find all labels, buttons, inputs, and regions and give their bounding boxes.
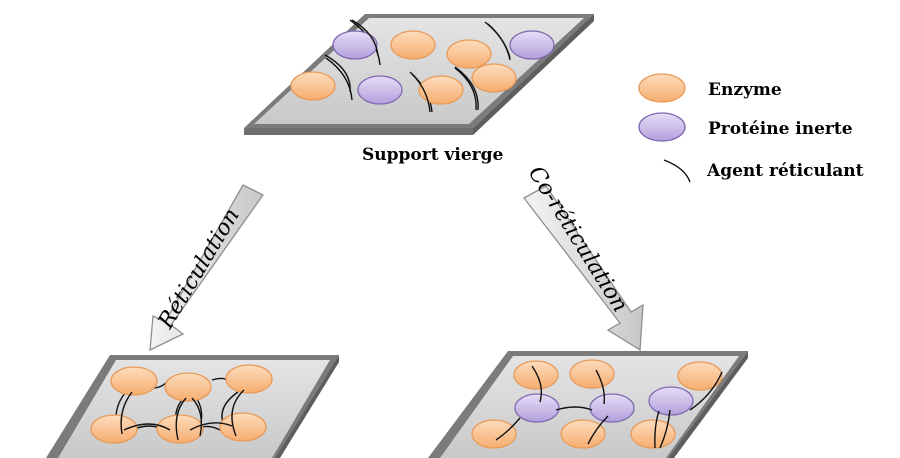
inert-protein <box>332 30 378 60</box>
enzyme <box>630 419 676 449</box>
top-particles <box>290 30 555 105</box>
enzyme <box>110 366 158 396</box>
arrow-crosslinking <box>149 184 264 352</box>
top-crosslinker-overlay <box>325 19 511 113</box>
inert-protein <box>589 393 635 423</box>
enzyme <box>569 359 615 389</box>
legend: Enzyme Protéine inerte Agent réticulant <box>638 73 864 183</box>
legend-crosslinker-icon <box>663 159 691 183</box>
bottom-right-crosslinks <box>495 365 723 449</box>
enzyme <box>418 75 464 105</box>
top-support-label: Support vierge <box>362 145 503 165</box>
legend-enzyme-label: Enzyme <box>708 80 782 100</box>
enzyme <box>446 39 492 69</box>
arrow-cocrosslinking-label: Co-réticulation <box>523 162 633 317</box>
legend-enzyme-icon <box>638 73 686 103</box>
bottom-left-plate <box>46 355 339 458</box>
arrow-cocrosslinking <box>523 185 644 352</box>
bottom-right-particles <box>471 359 723 449</box>
bottom-left-particles <box>90 364 273 444</box>
enzyme <box>560 419 606 449</box>
arrow-crosslinking-label: Réticulation <box>153 204 245 334</box>
bottom-left-crosslinks-overlay <box>120 389 245 441</box>
inert-protein <box>357 75 403 105</box>
enzyme <box>390 30 436 60</box>
enzyme <box>156 414 204 444</box>
enzyme <box>225 364 273 394</box>
enzyme <box>219 412 267 442</box>
enzyme <box>90 414 138 444</box>
legend-inert-protein-label: Protéine inerte <box>708 119 853 139</box>
enzyme <box>513 360 559 390</box>
enzyme <box>471 419 517 449</box>
enzyme <box>164 372 212 402</box>
legend-crosslinker-label: Agent réticulant <box>706 161 864 181</box>
legend-inert-protein-icon <box>638 112 686 142</box>
inert-protein <box>514 393 560 423</box>
top-support-plate <box>244 14 594 135</box>
inert-protein <box>509 30 555 60</box>
enzyme <box>290 71 336 101</box>
enzyme <box>677 361 723 391</box>
inert-protein <box>648 386 694 416</box>
enzyme <box>471 63 517 93</box>
